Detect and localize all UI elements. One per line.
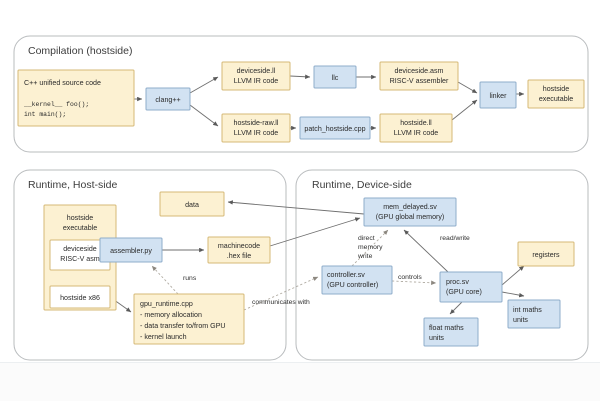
node-float-maths-units[interactable]: float maths units (423, 317, 479, 347)
node-assembler-py[interactable]: assembler.py (99, 237, 163, 263)
node-gpu-runtime[interactable]: gpu_runtime.cpp - memory allocation - da… (133, 293, 245, 345)
panel-compilation-title: Compilation (hostside) (28, 45, 132, 57)
node-clangpp[interactable]: clang++ (145, 87, 191, 111)
proc-sv-line-1: proc.sv (446, 278, 469, 286)
node-controller-sv[interactable]: controller.sv (GPU controller) (321, 265, 393, 295)
edge-label-runs: runs (183, 275, 197, 282)
controller-sv-line-2: (GPU controller) (327, 281, 378, 289)
source-label: C++ unified source code (24, 79, 101, 87)
edge-label-read-write: read/write (440, 235, 470, 242)
hostside-x86-label: hostside x86 (60, 294, 100, 302)
source-code-line-1: __kernel__ foo(); (23, 101, 89, 108)
node-int-maths-units[interactable]: int maths units (507, 299, 561, 329)
gpu-runtime-bullet-2: - data transfer to/from GPU (140, 322, 226, 330)
node-registers[interactable]: registers (517, 241, 575, 267)
bottom-band (0, 362, 600, 401)
hostside-ll-line-2: LLVM IR code (394, 129, 438, 137)
linker-label: linker (490, 92, 508, 100)
machinecode-line-1: machinecode (218, 242, 260, 250)
int-maths-line-2: units (513, 316, 528, 324)
node-proc-sv[interactable]: proc.sv (GPU core) (439, 271, 503, 303)
mem-delayed-line-1: mem_delayed.sv (383, 203, 437, 211)
node-source[interactable]: C++ unified source code __kernel__ foo()… (17, 69, 135, 127)
float-maths-line-1: float maths (429, 324, 464, 332)
runtime-edges: runs communicates with direct memory wri… (95, 200, 525, 315)
node-deviceside-ll[interactable]: deviceside.ll LLVM IR code (221, 61, 291, 91)
deviceside-asm-line-1: deviceside.asm (395, 67, 444, 75)
hostside-exe-rt-line-2: executable (63, 224, 97, 232)
node-hostside-executable-compilation[interactable]: hostside executable (527, 79, 585, 109)
panel-runtime-host-title: Runtime, Host-side (28, 179, 117, 191)
node-llc[interactable]: llc (313, 65, 357, 89)
node-hostside-x86[interactable]: hostside x86 (49, 285, 111, 309)
node-hostside-ll[interactable]: hostside.ll LLVM IR code (379, 113, 453, 143)
gpu-runtime-bullet-1: - memory allocation (140, 311, 202, 319)
float-maths-line-2: units (429, 334, 444, 342)
hostside-exe-rt-line-1: hostside (67, 214, 93, 222)
panel-runtime-device-title: Runtime, Device-side (312, 179, 412, 191)
deviceside-asm-line-2: RISC-V assembler (390, 77, 449, 85)
gpu-runtime-bullet-3: - kernel launch (140, 333, 187, 341)
hostside-exe-comp-line-1: hostside (543, 85, 569, 93)
edge-label-memory: memory (358, 244, 383, 251)
clangpp-label: clang++ (155, 96, 180, 104)
node-linker[interactable]: linker (479, 81, 517, 109)
hostside-exe-comp-line-2: executable (539, 95, 573, 103)
assembler-py-label: assembler.py (110, 247, 152, 255)
machinecode-line-2: .hex file (227, 252, 252, 260)
edge-label-controls: controls (398, 274, 422, 281)
node-data[interactable]: data (159, 191, 225, 217)
compilation-edges (134, 74, 525, 131)
deviceside-asm-rt-line-1: deviceside (63, 245, 97, 253)
edge-label-direct: direct (358, 235, 375, 242)
hostside-raw-ll-line-2: LLVM IR code (234, 129, 278, 137)
edge-label-communicates-with: communicates with (252, 299, 310, 306)
patch-hostside-label: patch_hostside.cpp (304, 125, 365, 133)
registers-label: registers (532, 251, 560, 259)
llc-label: llc (332, 74, 339, 82)
proc-sv-line-2: (GPU core) (446, 288, 482, 296)
data-label: data (185, 201, 199, 209)
node-mem-delayed[interactable]: mem_delayed.sv (GPU global memory) (363, 197, 457, 227)
mem-delayed-line-2: (GPU global memory) (376, 213, 445, 221)
node-hostside-raw-ll[interactable]: hostside-raw.ll LLVM IR code (221, 113, 291, 143)
hostside-ll-line-1: hostside.ll (400, 119, 432, 127)
int-maths-line-1: int maths (513, 306, 542, 314)
controller-sv-line-1: controller.sv (327, 271, 365, 279)
edge-label-write: write (357, 253, 373, 260)
node-machinecode[interactable]: machinecode .hex file (207, 236, 271, 264)
source-code-line-2: int main(); (24, 111, 66, 118)
node-deviceside-asm[interactable]: deviceside.asm RISC-V assembler (379, 61, 459, 91)
deviceside-ll-line-1: deviceside.ll (237, 67, 276, 75)
hostside-raw-ll-line-1: hostside-raw.ll (234, 119, 279, 127)
deviceside-asm-rt-line-2: RISC-V asm (60, 255, 100, 263)
node-patch-hostside[interactable]: patch_hostside.cpp (299, 116, 371, 140)
deviceside-ll-line-2: LLVM IR code (234, 77, 278, 85)
gpu-runtime-title: gpu_runtime.cpp (140, 300, 193, 308)
